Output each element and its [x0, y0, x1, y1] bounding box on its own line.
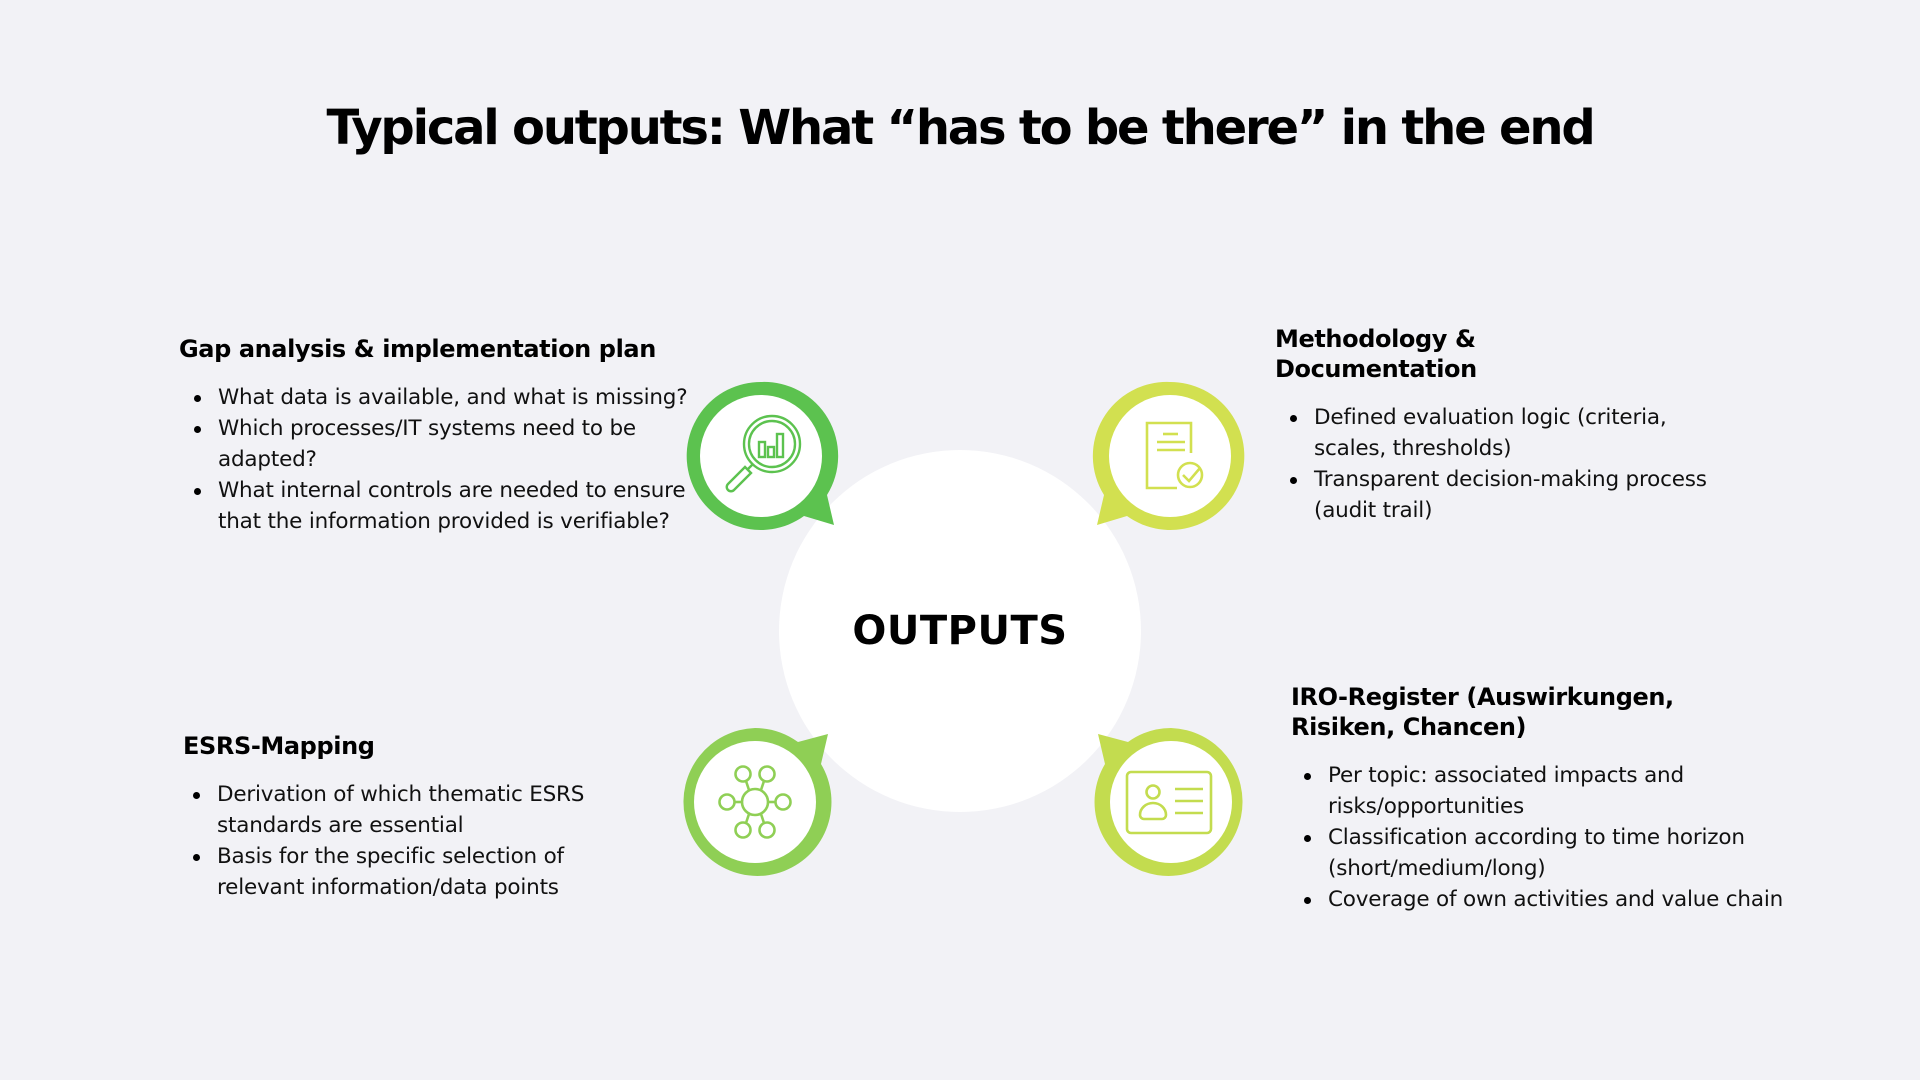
magnifier-bar-chart-icon — [686, 381, 839, 530]
esrs-mapping-list: Derivation of which thematic ESRS standa… — [183, 779, 623, 903]
list-item: Defined evaluation logic (criteria, scal… — [1290, 402, 1715, 464]
esrs-mapping-heading: ESRS-Mapping — [183, 732, 375, 760]
iro-register-heading: IRO-Register (Auswirkungen, Risiken, Cha… — [1291, 683, 1674, 741]
gap-analysis-list: What data is available, and what is miss… — [179, 382, 699, 537]
methodology-block: Methodology & Documentation Defined eval… — [1275, 324, 1715, 526]
methodology-bubble — [1085, 371, 1255, 541]
gap-analysis-heading: Gap analysis & implementation plan — [179, 335, 656, 363]
iro-register-block: IRO-Register (Auswirkungen, Risiken, Cha… — [1291, 682, 1811, 915]
center-label: OUTPUTS — [852, 608, 1068, 654]
iro-register-list: Per topic: associated impacts and risks/… — [1291, 760, 1811, 915]
gap-analysis-block: Gap analysis & implementation plan What … — [179, 334, 699, 537]
list-item: Classification according to time horizon… — [1304, 822, 1811, 884]
list-item: What data is available, and what is miss… — [194, 382, 699, 413]
methodology-heading: Methodology & Documentation — [1275, 325, 1477, 383]
list-item: What internal controls are needed to ens… — [194, 475, 699, 537]
list-item: Coverage of own activities and value cha… — [1304, 884, 1811, 915]
gap-analysis-bubble — [676, 371, 846, 541]
list-item: Transparent decision-making process (aud… — [1290, 464, 1715, 526]
network-hub-icon — [683, 728, 832, 876]
document-check-icon — [1092, 381, 1245, 530]
iro-register-bubble — [1086, 717, 1256, 887]
esrs-mapping-bubble — [670, 717, 840, 887]
esrs-mapping-block: ESRS-Mapping Derivation of which themati… — [183, 731, 623, 903]
slide-title: Typical outputs: What “has to be there” … — [326, 100, 1596, 156]
list-item: Which processes/IT systems need to be ad… — [194, 413, 699, 475]
list-item: Basis for the specific selection of rele… — [193, 841, 623, 903]
id-card-icon — [1094, 728, 1243, 876]
list-item: Per topic: associated impacts and risks/… — [1304, 760, 1811, 822]
list-item: Derivation of which thematic ESRS standa… — [193, 779, 623, 841]
methodology-list: Defined evaluation logic (criteria, scal… — [1275, 402, 1715, 526]
outputs-center-circle: OUTPUTS — [779, 450, 1141, 812]
